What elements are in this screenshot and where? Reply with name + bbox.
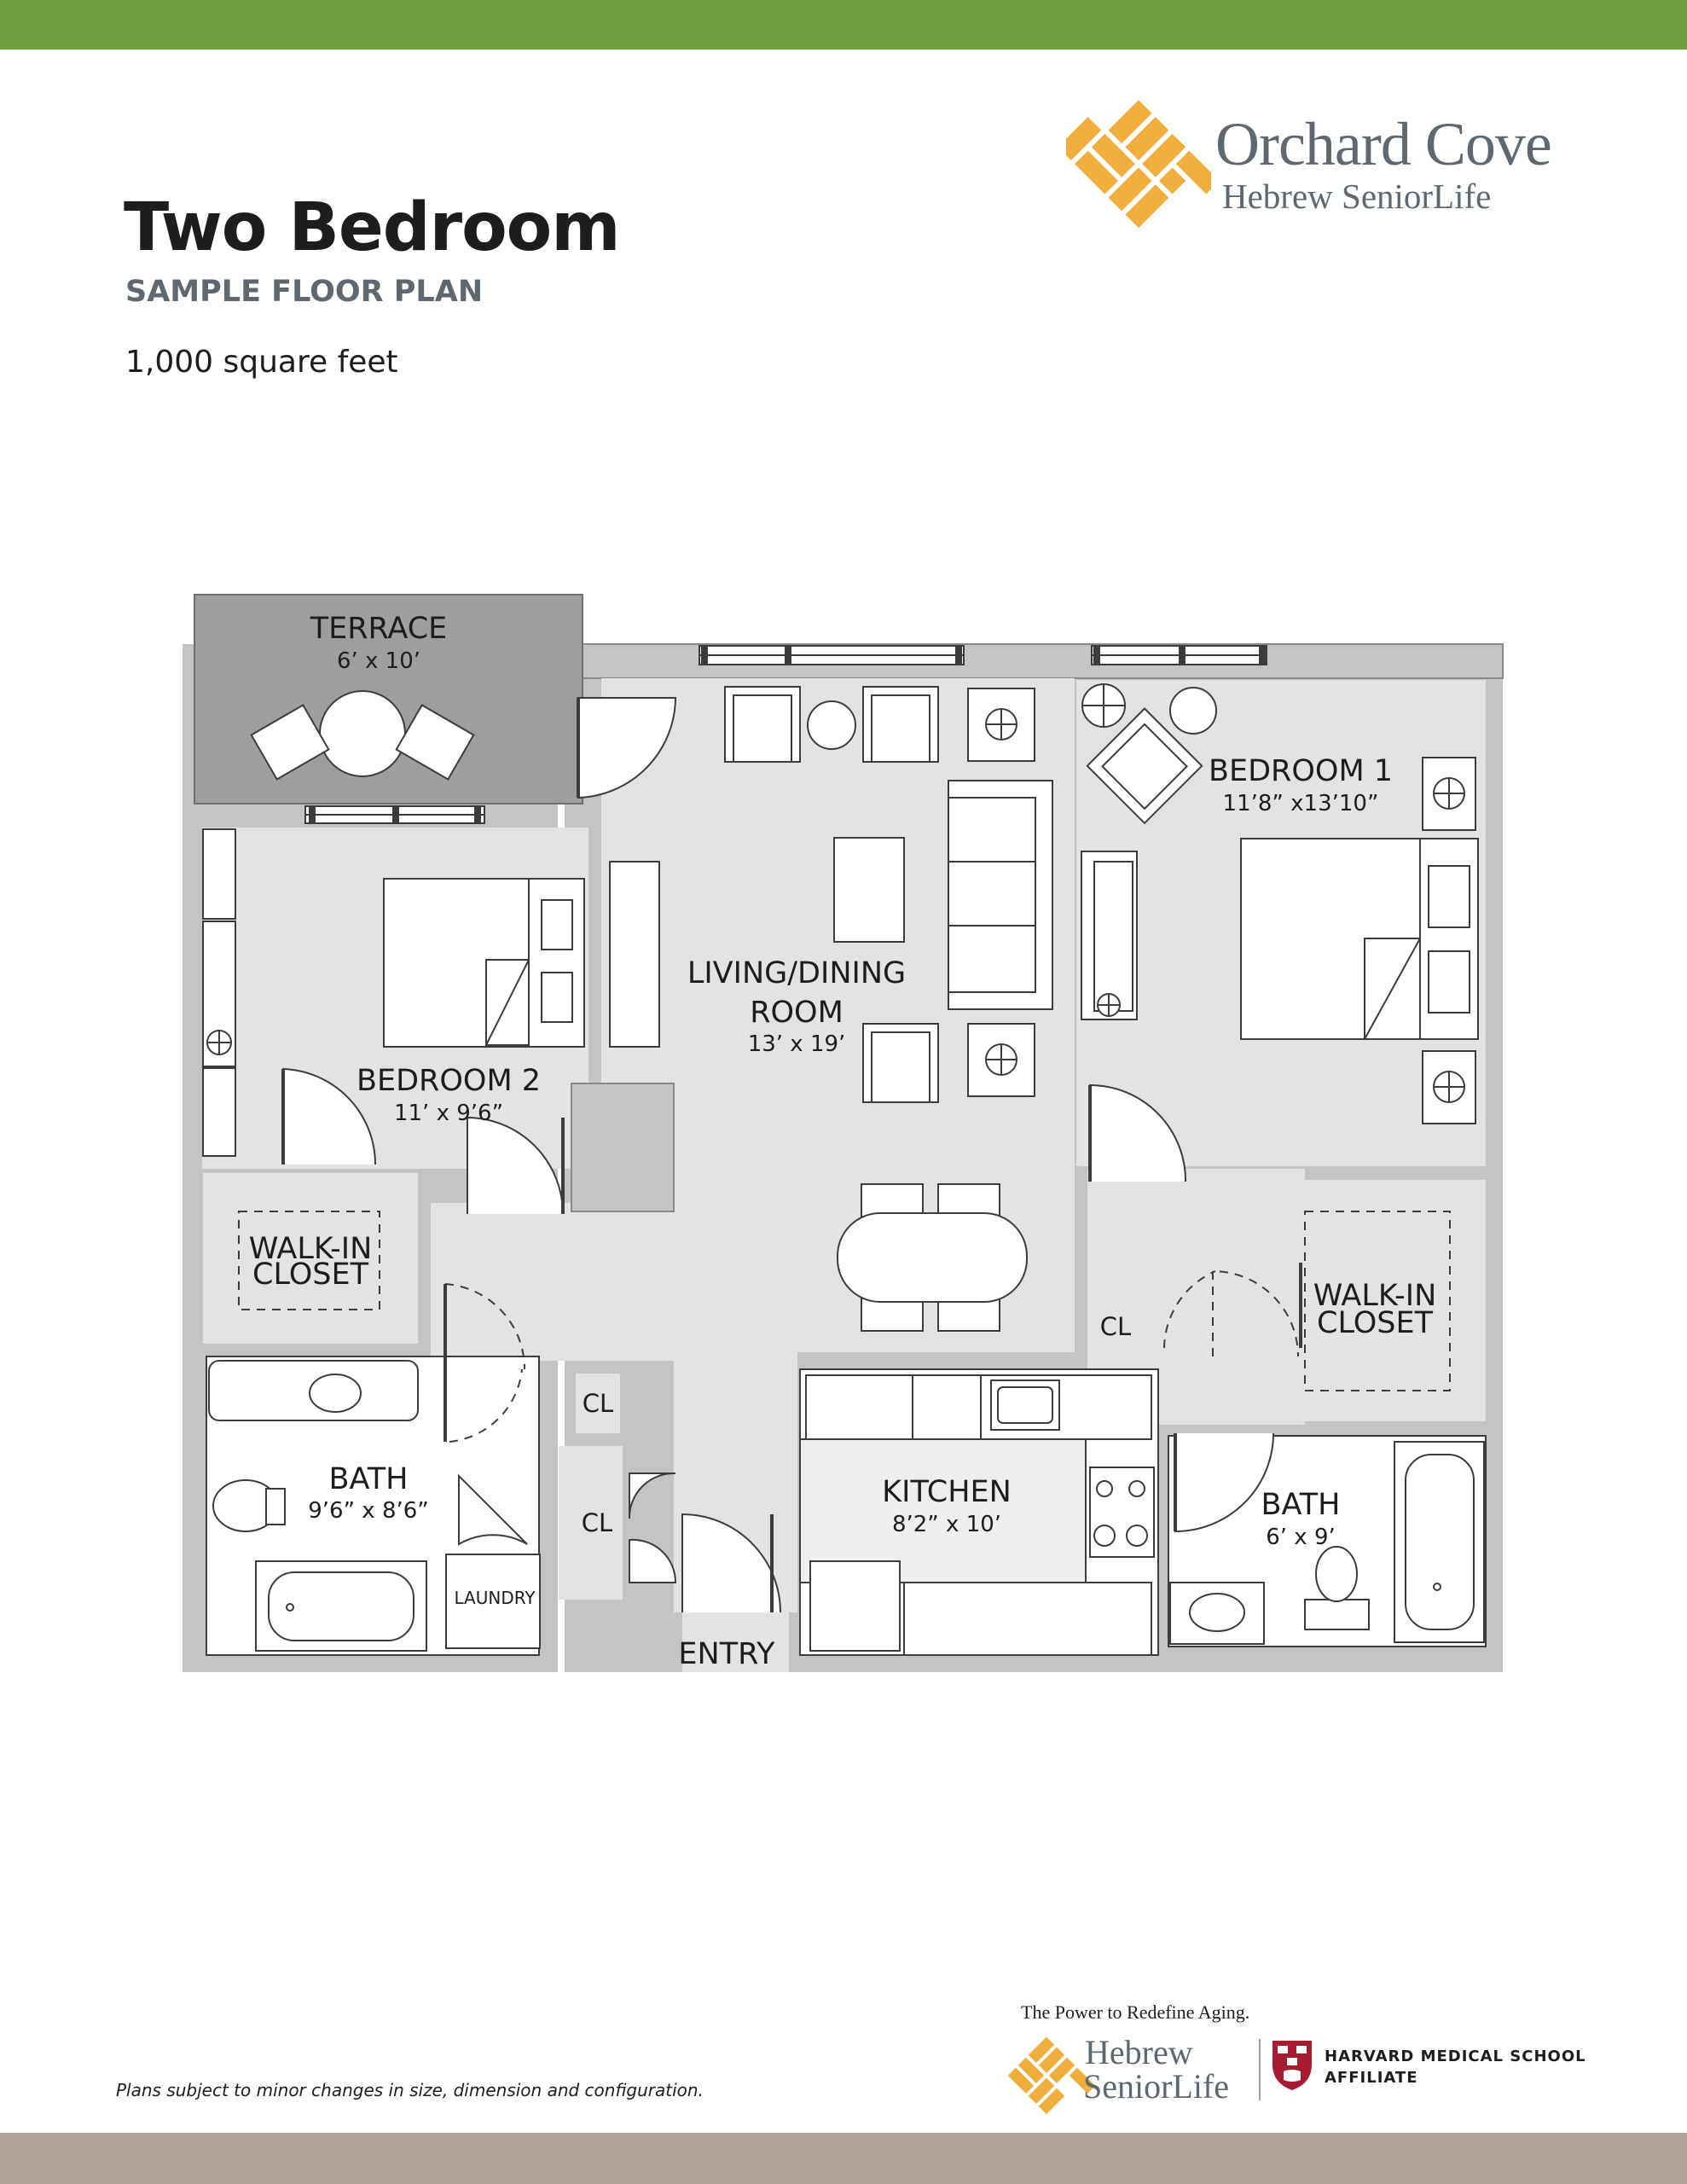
walkin-right-label-line1: WALK-IN [1313,1279,1437,1313]
closet-b-label: CL [582,1508,612,1537]
entry-floor [682,1612,789,1672]
bath-right-dims: 6’ x 9’ [1266,1525,1336,1550]
bedroom2-dims: 11’ x 9’6” [394,1101,503,1126]
walkin-left-dashed [238,1211,380,1310]
bath-right-fixtures [1169,1441,1485,1645]
bath-right-label: BATH [1261,1488,1341,1522]
hsl-name-line2: SeniorLife [1083,2067,1230,2106]
closet-c-label: CL [1100,1312,1131,1341]
living-floor-lower [431,1203,797,1361]
hsl-name-line1: Hebrew [1085,2033,1193,2071]
disclaimer-text: Plans subject to minor changes in size, … [116,2080,704,2100]
square-footage: 1,000 square feet [125,345,398,380]
top-accent-bar [0,0,1687,49]
laundry-label: LAUNDRY [454,1588,536,1608]
bedroom1-furniture [1081,683,1479,1124]
living-label-line2: ROOM [750,996,844,1030]
tagline-text: The Power to Redefine Aging. [1021,2001,1250,2023]
bedroom2-furniture [202,828,660,1157]
kitchen-label: KITCHEN [882,1475,1012,1509]
window-bedroom1 [1091,645,1267,665]
harvard-shield-icon [1272,2041,1312,2090]
chase-block [571,1083,675,1212]
bedroom1-label: BEDROOM 1 [1209,754,1393,788]
footer-divider [1259,2039,1261,2100]
affiliate-line1: HARVARD MEDICAL SCHOOL [1325,2048,1586,2065]
living-label-line1: LIVING/DINING [687,956,906,990]
doors [281,697,1302,1613]
window-terrace [304,805,485,824]
brand-subname: Hebrew SeniorLife [1222,177,1492,216]
bath-left-label: BATH [329,1462,409,1496]
bedroom2-label: BEDROOM 2 [357,1064,541,1098]
walkin-right-floor [1305,1180,1486,1421]
walkin-left-label-line2: CLOSET [252,1258,369,1292]
affiliate-line2: AFFILIATE [1325,2069,1418,2087]
living-furniture [724,686,1053,1332]
page-title: Two Bedroom [124,189,621,266]
closet-a-floor [576,1374,620,1433]
kitchen-fixtures [799,1374,1155,1656]
walkin-right-label-line2: CLOSET [1317,1306,1434,1340]
kitchen-dims: 8’2” x 10’ [892,1512,1001,1537]
bath-left-fixtures [208,1360,541,1652]
walkin-left-label-line1: WALK-IN [249,1232,373,1266]
terrace-dims: 6’ x 10’ [337,648,420,674]
orchard-cove-brand: Orchard Cove Hebrew SeniorLife [1066,94,1620,239]
closet-b-floor [559,1446,623,1600]
terrace-furniture [250,690,475,781]
bedroom1-dims: 11’8” x13’10” [1223,791,1379,816]
walkin-right-dashed [1304,1211,1451,1391]
entry-label: ENTRY [678,1637,775,1671]
window-living [699,645,965,665]
hebrew-seniorlife-logo-icon [1007,2036,1093,2115]
bottom-accent-bar [0,2133,1687,2184]
bath-left-dims: 9’6” x 8’6” [308,1498,429,1524]
brand-name: Orchard Cove [1215,110,1552,178]
terrace-label: TERRACE [310,612,448,646]
closet-c-floor [1090,1301,1128,1356]
orchard-cove-logo-icon [1066,100,1211,229]
living-dims: 13’ x 19’ [748,1031,846,1057]
closet-a-label: CL [583,1389,613,1418]
page-subtitle: SAMPLE FLOOR PLAN [125,275,484,309]
